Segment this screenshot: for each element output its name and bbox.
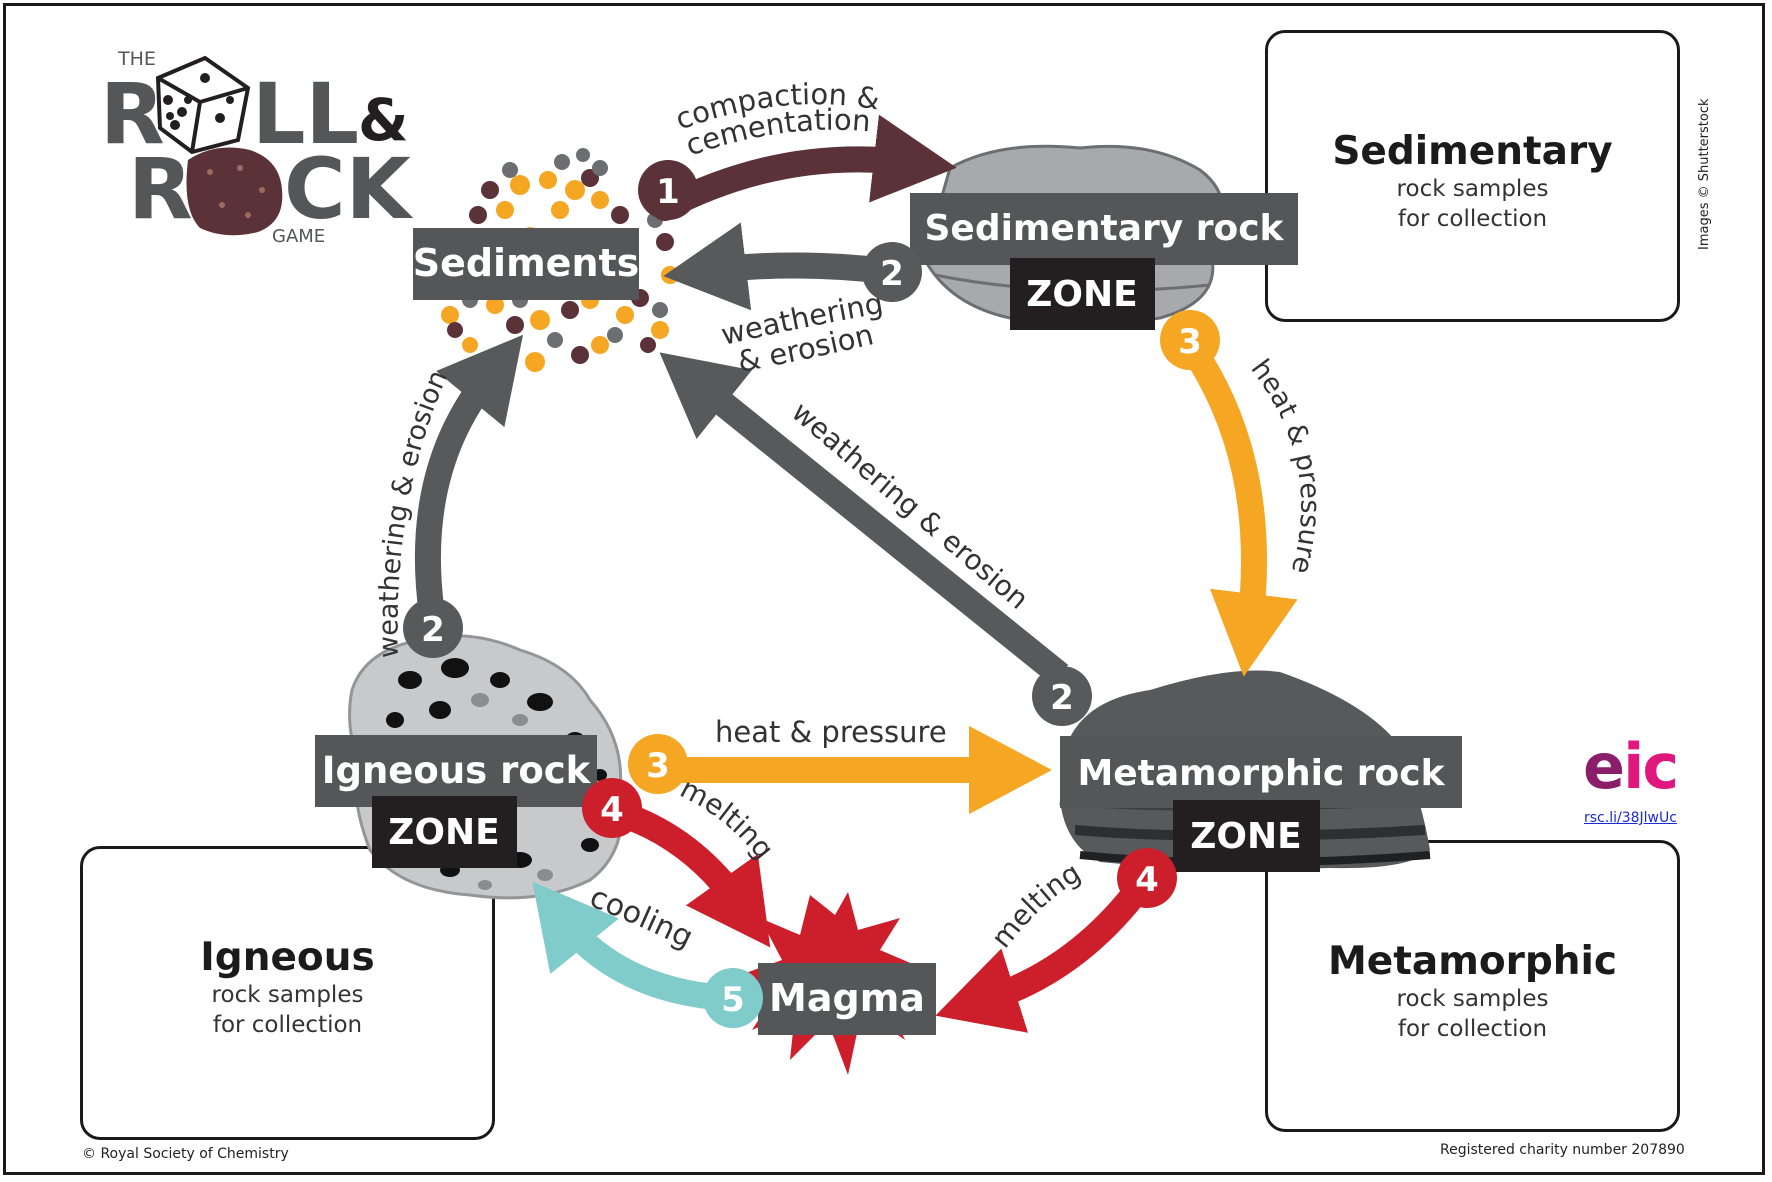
sediments-label: Sediments (413, 241, 640, 285)
igneous-box-title: Igneous (200, 935, 375, 980)
step-2-igneous-to-sediments[interactable]: 2 (403, 598, 463, 658)
board-frame (3, 3, 1765, 1175)
step-number: 2 (880, 254, 904, 294)
eic-logo[interactable]: eic (1583, 730, 1679, 803)
step-number: 2 (421, 610, 445, 650)
step-number: 2 (1050, 678, 1074, 718)
logo-the: THE (117, 48, 156, 70)
compaction-arrow[interactable] (652, 114, 957, 221)
sedimentary-rock-zone[interactable]: Sedimentary rock ZONE (910, 193, 1298, 330)
eic-logo-ic: ic (1623, 730, 1679, 803)
logo-ck: CK (284, 140, 414, 238)
sedimentary-box-line1: rock samples (1396, 176, 1549, 202)
sedimentary-box-title: Sedimentary (1332, 129, 1613, 174)
metamorphic-collection-box[interactable]: Metamorphic rock samples for collection (1265, 840, 1680, 1132)
sedimentary-zone-label: ZONE (1026, 274, 1137, 315)
logo-ampersand: & (358, 86, 409, 154)
metamorphic-zone-label: ZONE (1190, 816, 1301, 857)
metamorphic-box-title: Metamorphic (1327, 939, 1618, 984)
step-number: 3 (646, 746, 670, 786)
images-credit: Images © Shutterstock (1697, 98, 1712, 250)
igneous-box-line1: rock samples (211, 982, 364, 1008)
sediments-illustration (441, 148, 679, 372)
magma-node[interactable]: Magma (758, 963, 936, 1035)
charity-number-text: Registered charity number 207890 (1440, 1142, 1685, 1158)
metamorphic-rock-label: Metamorphic rock (1077, 753, 1445, 794)
step-3-igneous-to-metamorphic[interactable]: 3 (628, 734, 688, 794)
magma-label: Magma (769, 976, 925, 1020)
metamorphic-rock-zone[interactable]: Metamorphic rock ZONE (1060, 736, 1462, 872)
logo-ll: LL (252, 65, 359, 163)
step-5-magma-to-igneous[interactable]: 5 (703, 968, 763, 1028)
igneous-zone-label: ZONE (388, 812, 499, 853)
weathering-arrow-metamorphic-to-sediments[interactable] (659, 352, 1069, 686)
heat-pressure-arrow-sedimentary-to-metamorphic[interactable] (1179, 337, 1298, 677)
metamorphic-box-line2: for collection (1397, 1016, 1548, 1042)
igneous-box-line2: for collection (212, 1012, 363, 1038)
dice-icon (155, 55, 251, 155)
logo-r1: R (100, 65, 165, 163)
metamorphic-box-line1: rock samples (1396, 986, 1549, 1012)
step-number: 5 (721, 980, 745, 1020)
step-4-igneous-to-magma[interactable]: 4 (582, 778, 642, 838)
copyright-text: © Royal Society of Chemistry (82, 1146, 289, 1162)
step-3-sedimentary-to-metamorphic[interactable]: 3 (1160, 310, 1220, 370)
igneous-rock-zone[interactable]: Igneous rock ZONE (315, 735, 597, 868)
step-number: 4 (600, 790, 624, 830)
logo-game: GAME (272, 226, 325, 247)
step-2-metamorphic-to-sediments[interactable]: 2 (1032, 666, 1092, 726)
igneous-rock-label: Igneous rock (322, 749, 592, 792)
sedimentary-collection-box[interactable]: Sedimentary rock samples for collection (1265, 30, 1680, 322)
eic-link[interactable]: rsc.li/38JlwUc (1584, 810, 1677, 826)
heat-pressure-right-label: heat & pressure (715, 715, 947, 749)
rock-icon (186, 147, 283, 236)
melting-right-label: melting (985, 856, 1087, 954)
sedimentary-box-line2: for collection (1397, 206, 1548, 232)
step-number: 3 (1178, 322, 1202, 362)
eic-logo-e: e (1583, 730, 1625, 803)
step-number: 1 (656, 172, 680, 212)
igneous-collection-box[interactable]: Igneous rock samples for collection (80, 846, 495, 1140)
roll-and-rock-logo: THE R LL & R CK GAME (100, 48, 414, 247)
step-number: 4 (1135, 860, 1159, 900)
step-1-sediments-to-sedimentary[interactable]: 1 (638, 160, 698, 220)
sediments-node[interactable]: Sediments (413, 228, 640, 300)
weathering-diagonal-label: weathering & erosion (785, 395, 1034, 615)
weathering-arrow-igneous-to-sediments[interactable] (414, 334, 523, 617)
logo-r2: R (128, 140, 193, 238)
step-4-metamorphic-to-magma[interactable]: 4 (1117, 848, 1177, 908)
step-2-sedimentary-to-sediments[interactable]: 2 (862, 242, 922, 302)
sedimentary-rock-label: Sedimentary rock (924, 208, 1284, 249)
cooling-arrow-magma-to-igneous[interactable] (532, 881, 727, 1011)
